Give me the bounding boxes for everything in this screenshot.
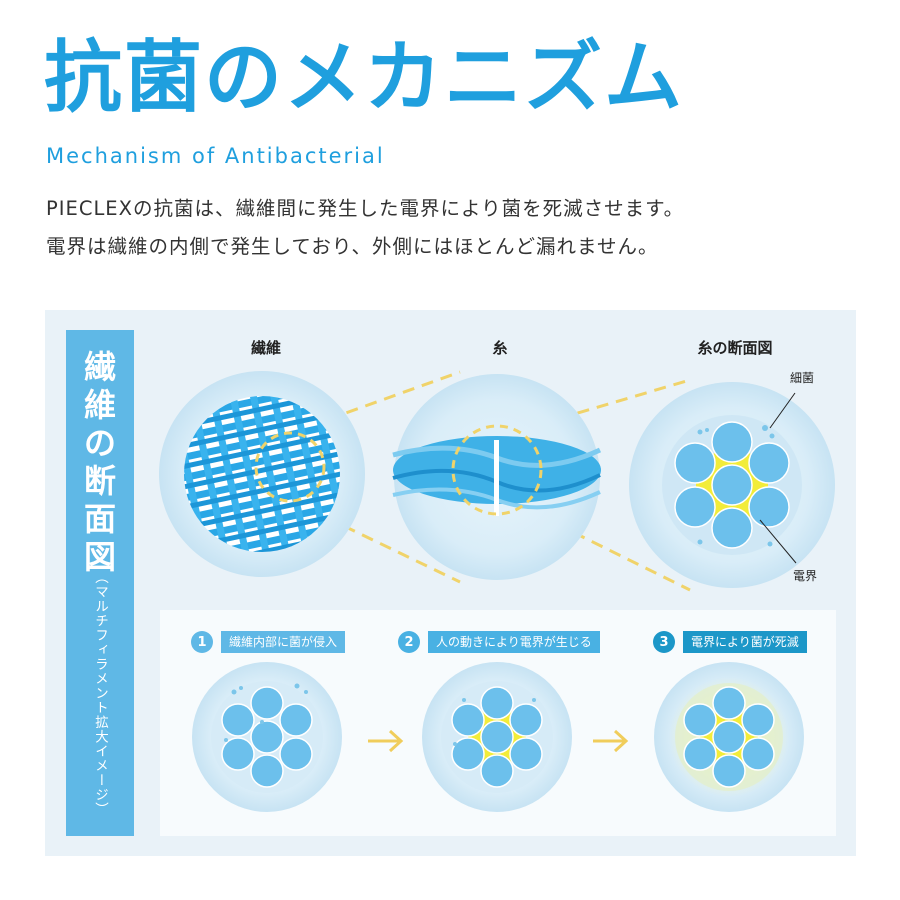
step-label: 繊維内部に菌が侵入: [221, 631, 346, 653]
label-bacteria: 細菌: [790, 371, 815, 385]
fiber-mesh-illustration: [159, 371, 365, 577]
column-heading-cross-section: 糸の断面図: [697, 339, 773, 357]
page-title: 抗菌のメカニズム: [44, 33, 685, 123]
arrow-icon: [593, 729, 629, 753]
side-title-char: の: [83, 424, 116, 462]
step-label: 電界により菌が死滅: [683, 631, 807, 653]
side-title: 繊 維 の 断 面 図: [66, 348, 134, 576]
description-line-2: 電界は繊維の内側で発生しており、外側にはほとんど漏れません。: [46, 235, 659, 258]
step-1-illustration: [192, 662, 342, 812]
side-title-char: 図: [83, 538, 116, 576]
arrow-icon: [368, 729, 404, 753]
step-label: 人の動きにより電界が生じる: [428, 631, 600, 653]
step-3: 3 電界により菌が死滅: [653, 630, 807, 654]
step-number-badge: 1: [191, 631, 213, 653]
side-title-char: 面: [83, 500, 116, 538]
step-number-badge: 3: [653, 631, 675, 653]
side-label: 繊 維 の 断 面 図 （マルチフィラメント拡大イメージ）: [66, 330, 134, 836]
side-title-char: 断: [83, 462, 116, 500]
page-subtitle: Mechanism of Antibacterial: [46, 144, 385, 168]
description: PIECLEXの抗菌は、繊維間に発生した電界により菌を死滅させます。 電界は繊維…: [46, 190, 684, 266]
step-3-illustration: [654, 662, 804, 812]
step-2-illustration: [422, 662, 572, 812]
description-line-1: PIECLEXの抗菌は、繊維間に発生した電界により菌を死滅させます。: [46, 197, 685, 220]
side-subtitle: （マルチフィラメント拡大イメージ）: [92, 570, 108, 817]
step-number-badge: 2: [398, 631, 420, 653]
label-electric-field: 電界: [793, 569, 818, 583]
yarn-illustration: [392, 374, 602, 580]
column-heading-fiber: 繊維: [250, 339, 281, 357]
yarn-cross-section-illustration: [629, 382, 835, 588]
step-1: 1 繊維内部に菌が侵入: [191, 630, 346, 654]
side-title-char: 維: [83, 386, 116, 424]
column-heading-yarn: 糸: [492, 339, 508, 357]
step-2: 2 人の動きにより電界が生じる: [398, 630, 600, 654]
side-title-char: 繊: [83, 348, 116, 386]
